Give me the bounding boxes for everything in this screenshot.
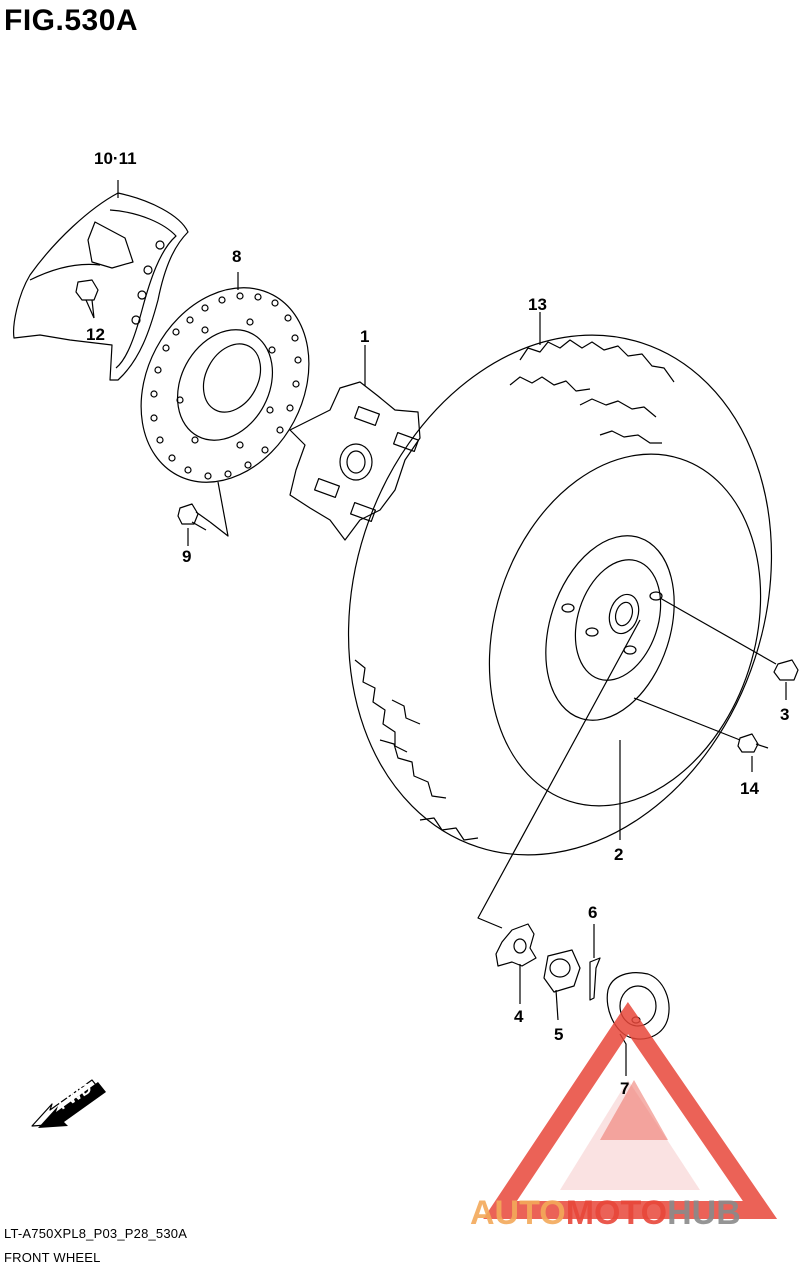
callout-12: 12 bbox=[86, 325, 105, 344]
wheel-nut-3 bbox=[659, 597, 799, 700]
watermark-part-2: MOTO bbox=[566, 1194, 667, 1232]
castle-nut-5 bbox=[543, 949, 581, 1021]
watermark-part-1: AUTO bbox=[470, 1194, 566, 1232]
callout-1: 1 bbox=[360, 327, 370, 346]
brake-disc bbox=[140, 272, 310, 483]
callout-14: 14 bbox=[740, 779, 759, 798]
callout-5: 5 bbox=[554, 1025, 564, 1044]
bolt-12 bbox=[75, 279, 99, 319]
svg-text:AUTOMOTOHUB: AUTOMOTOHUB bbox=[470, 1194, 741, 1232]
figure-caption: FRONT WHEEL bbox=[4, 1250, 101, 1265]
callout-9: 9 bbox=[182, 547, 192, 566]
bolt-9 bbox=[177, 481, 229, 546]
wheel-hub bbox=[289, 345, 421, 541]
callout-6: 6 bbox=[588, 903, 598, 922]
watermark-logo bbox=[483, 1001, 778, 1219]
callout-13: 13 bbox=[528, 295, 547, 314]
callout-7: 7 bbox=[620, 1079, 630, 1098]
figure-code: LT-A750XPL8_P03_P28_530A bbox=[4, 1226, 188, 1241]
cotter-pin-6 bbox=[589, 924, 601, 1001]
callout-4: 4 bbox=[514, 1007, 524, 1026]
fwd-arrow-icon bbox=[31, 1079, 106, 1128]
callout-8: 8 bbox=[232, 247, 242, 266]
washer-4 bbox=[495, 923, 537, 1004]
watermark-part-3: HUB bbox=[667, 1194, 741, 1232]
callout-10-11: 10·11 bbox=[94, 149, 137, 168]
callout-2: 2 bbox=[614, 845, 624, 864]
tire bbox=[347, 312, 773, 856]
brake-disc-cover bbox=[13, 180, 189, 381]
figure-title: FIG.530A bbox=[4, 4, 139, 37]
callout-3: 3 bbox=[780, 705, 790, 724]
air-valve-14 bbox=[633, 697, 769, 772]
washer-leader bbox=[477, 619, 641, 929]
